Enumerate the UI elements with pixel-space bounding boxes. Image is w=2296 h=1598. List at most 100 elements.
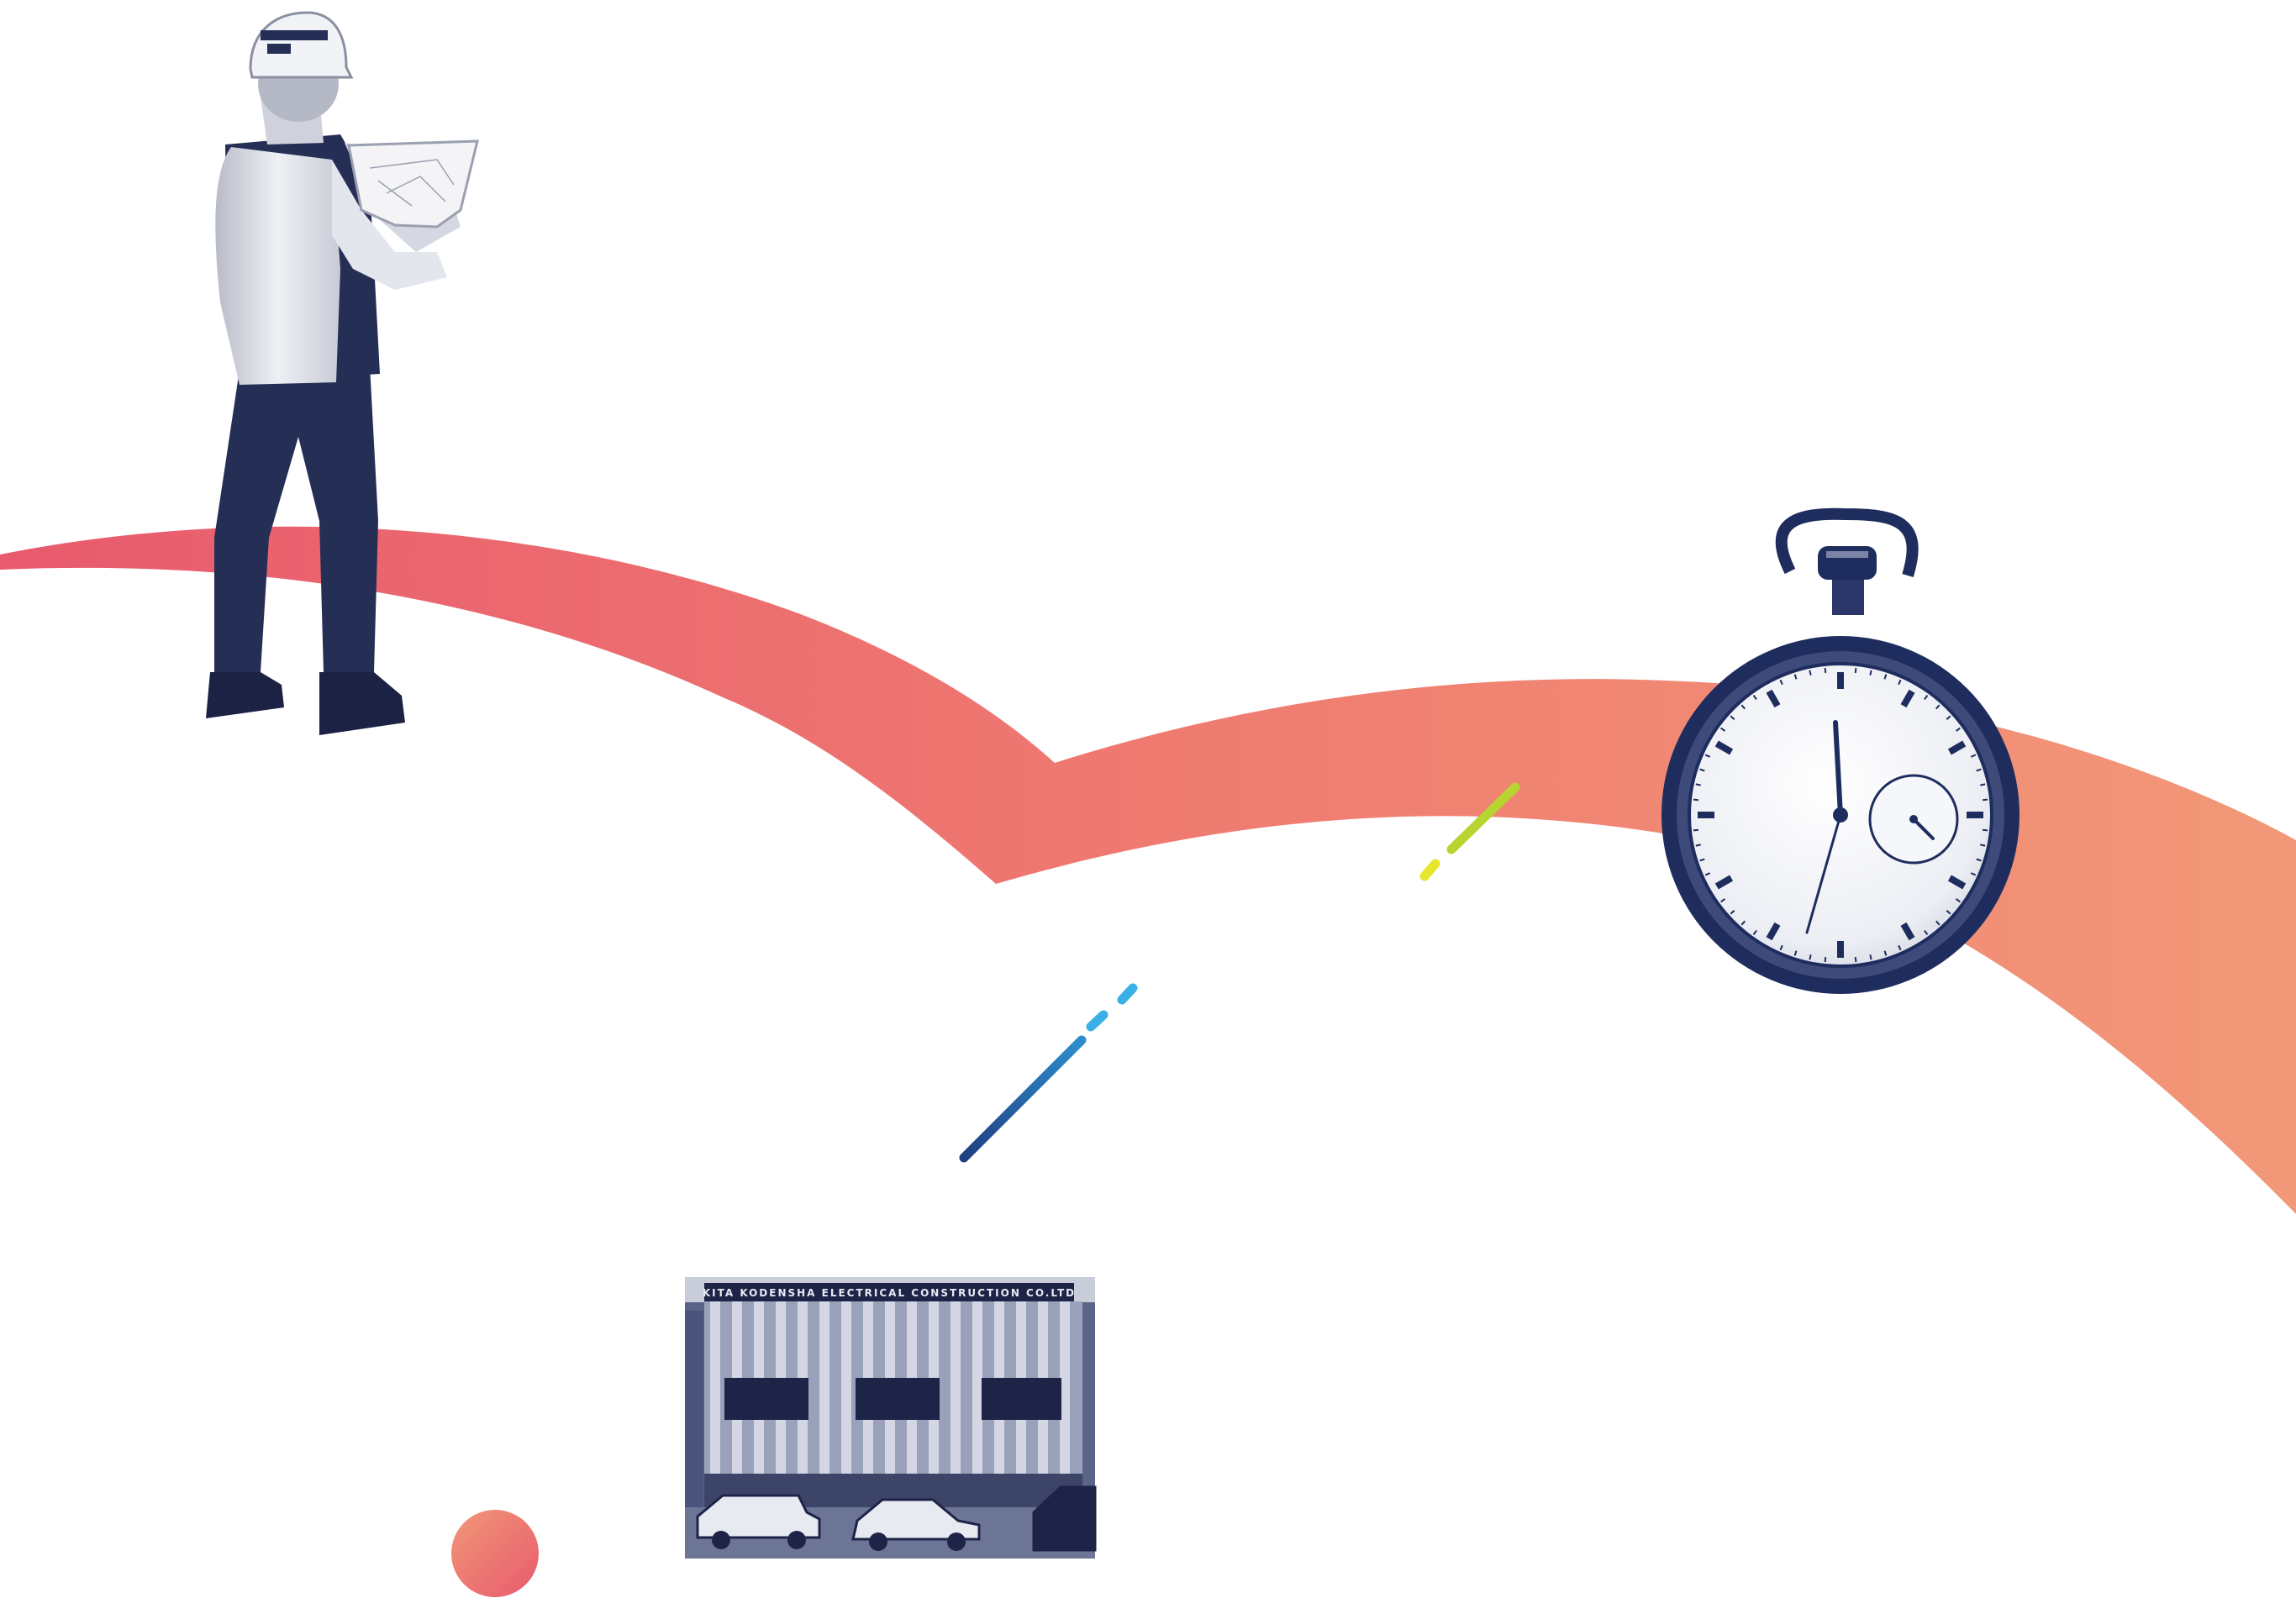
watch-minute-marker — [1720, 898, 1726, 903]
watch-hour-marker — [1714, 875, 1734, 890]
lime-line — [1446, 782, 1520, 854]
watch-subdial-hand — [1912, 817, 1935, 840]
watch-hour-marker — [1766, 689, 1781, 708]
watch-minute-marker — [1740, 920, 1746, 926]
watch-hour-marker — [1766, 922, 1781, 941]
watch-minute-marker — [1924, 929, 1929, 935]
facade-column — [819, 1301, 829, 1474]
watch-minute-marker — [1824, 667, 1827, 674]
watch-minute-marker — [1883, 950, 1888, 956]
watch-minute-marker — [1809, 670, 1812, 675]
watch-minute-marker — [1935, 920, 1941, 926]
facade-column — [972, 1301, 982, 1474]
watch-minute-marker — [1779, 944, 1783, 951]
blue-line — [959, 1035, 1087, 1163]
facade-column — [1060, 1301, 1070, 1474]
worker-boot-left — [206, 672, 284, 718]
watch-minute-marker — [1824, 956, 1827, 963]
facade-column — [951, 1301, 961, 1474]
facade-column — [841, 1301, 851, 1474]
worker-legs — [214, 365, 378, 672]
watch-minute-marker — [1704, 872, 1711, 876]
accent-lines — [959, 782, 1520, 1163]
watch-minute-marker — [1970, 872, 1977, 876]
worker-figure — [206, 11, 479, 735]
watch-minute-hand — [1805, 813, 1842, 934]
watch-hour-marker — [1947, 875, 1967, 890]
watch-minute-marker — [1946, 910, 1951, 915]
watch-hour-hand — [1833, 720, 1843, 817]
light-blue-line — [1117, 983, 1138, 1005]
watch-minute-marker — [1898, 944, 1902, 951]
watch-minute-marker — [1976, 858, 1982, 862]
watch-minute-marker — [1730, 715, 1735, 720]
worker-boot-right — [319, 672, 405, 735]
watch-minute-marker — [1752, 929, 1757, 935]
watch-minute-marker — [1924, 695, 1929, 701]
worker-arm — [332, 160, 447, 290]
watch-stem — [1832, 580, 1864, 615]
watch-minute-marker — [1976, 768, 1982, 772]
watch-minute-marker — [1898, 679, 1902, 686]
watch-hour-marker — [1900, 922, 1915, 941]
building-window — [856, 1378, 940, 1420]
worker-shirt — [215, 147, 340, 385]
watch-minute-marker — [1693, 828, 1699, 832]
watch-minute-marker — [1779, 679, 1783, 686]
watch-minute-marker — [1982, 798, 1988, 802]
watch-minute-marker — [1955, 898, 1961, 903]
side-building — [685, 1311, 703, 1507]
watch-minute-marker — [1980, 783, 1986, 786]
watch-subdial-pin — [1909, 815, 1918, 823]
pocket-watch — [1661, 507, 2020, 994]
watch-minute-marker — [1720, 727, 1726, 732]
watch-minute-marker — [1793, 950, 1798, 956]
yellow-line — [1419, 859, 1440, 881]
watch-minute-marker — [1740, 704, 1746, 710]
watch-minute-marker — [1693, 798, 1699, 802]
watch-minute-marker — [1869, 954, 1872, 960]
vintage-truck — [696, 1494, 821, 1539]
clipboard — [347, 139, 479, 229]
watch-minute-marker — [1695, 783, 1701, 786]
watch-bow — [1775, 507, 1919, 578]
watch-minute-marker — [1935, 704, 1941, 710]
light-blue-line-short — [1086, 1010, 1109, 1032]
trucks-and-cars — [696, 1485, 1097, 1552]
watch-hour-marker — [1900, 689, 1915, 708]
building-window — [724, 1378, 808, 1420]
hard-hat-band — [261, 30, 328, 40]
building-window — [982, 1378, 1061, 1420]
watch-minute-marker — [1730, 910, 1735, 915]
clipboard-sketch — [369, 159, 455, 207]
building-sign — [704, 1283, 1074, 1301]
building-sign-text: KITA KODENSHA ELECTRICAL CONSTRUCTION CO… — [703, 1287, 1076, 1299]
facade-column — [710, 1301, 720, 1474]
watch-minute-marker — [1704, 754, 1711, 758]
watch-center-pin — [1833, 807, 1848, 823]
watch-hour-marker — [1714, 740, 1734, 755]
watch-minute-marker — [1970, 754, 1977, 758]
watch-crown-ridges — [1826, 551, 1868, 558]
watch-minute-marker — [1869, 670, 1872, 675]
watch-hour-marker — [1947, 740, 1967, 755]
hard-hat — [249, 11, 354, 79]
hard-hat-logo — [267, 44, 291, 54]
watch-minute-marker — [1699, 858, 1705, 862]
building-photo: KITA KODENSHA ELECTRICAL CONSTRUCTION CO… — [685, 1277, 1097, 1559]
dark-car — [1032, 1485, 1097, 1552]
watch-minute-marker — [1955, 727, 1961, 732]
watch-minute-marker — [1883, 674, 1888, 680]
watch-minute-marker — [1695, 844, 1701, 847]
car-wheels — [712, 1531, 966, 1551]
watch-minute-marker — [1946, 715, 1951, 720]
watch-minute-marker — [1809, 954, 1812, 960]
watch-minute-marker — [1752, 695, 1757, 701]
watch-minute-marker — [1982, 828, 1988, 832]
watch-minute-marker — [1699, 768, 1705, 772]
watch-minute-marker — [1793, 674, 1798, 680]
watch-hour-markers — [1693, 667, 1988, 963]
watch-minute-marker — [1980, 844, 1986, 847]
